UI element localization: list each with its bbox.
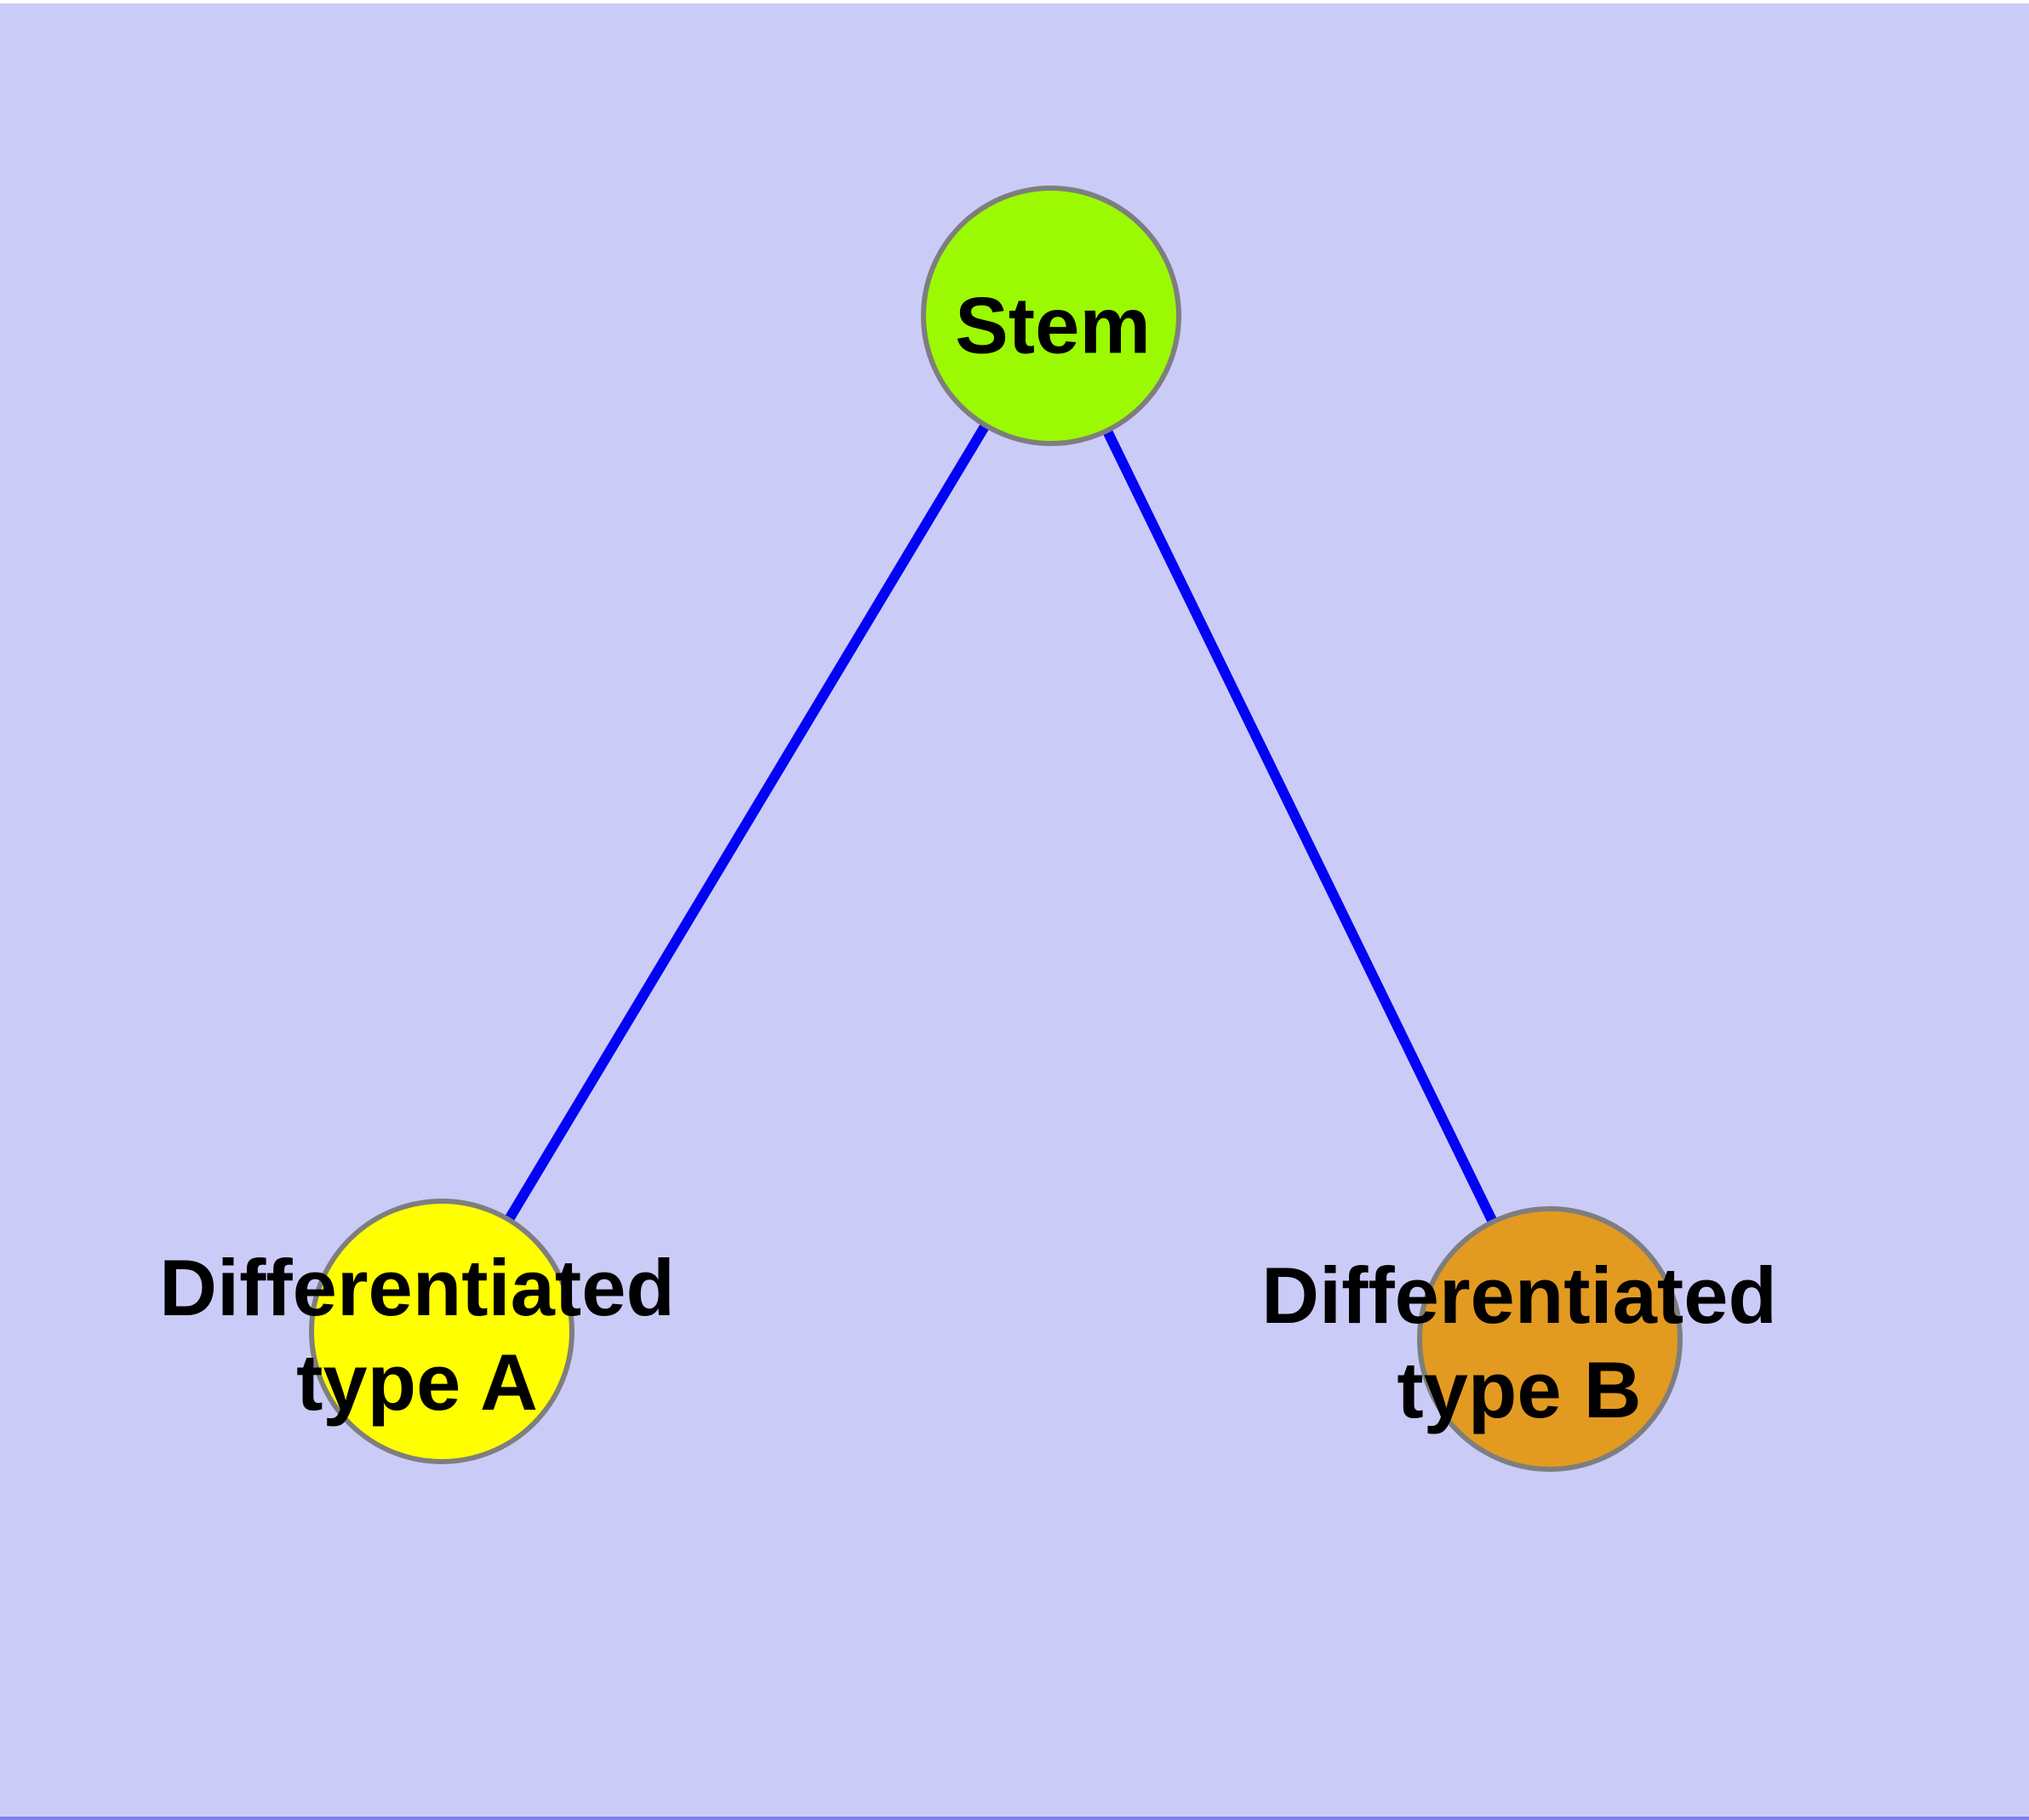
node-label-type-b: Differentiated type B — [1261, 1248, 1777, 1437]
node-circle-type-a — [309, 1199, 574, 1464]
node-label-type-a: Differentiated type A — [159, 1240, 675, 1429]
node-label-stem: Stem — [955, 278, 1151, 373]
node-label-line: type B — [1397, 1345, 1642, 1434]
node-circle-type-b — [1417, 1206, 1683, 1472]
edge-stem-to-type-a — [437, 312, 1056, 1335]
node-label-line: Differentiated — [159, 1243, 675, 1332]
window-top-edge — [0, 0, 2029, 3]
edge-stem-to-type-b — [1046, 313, 1555, 1342]
window-bottom-edge — [0, 1817, 2029, 1820]
node-circle-stem — [921, 186, 1181, 446]
node-label-line: type A — [296, 1337, 538, 1427]
node-label-line: Stem — [955, 280, 1151, 370]
node-label-line: Differentiated — [1261, 1251, 1777, 1340]
